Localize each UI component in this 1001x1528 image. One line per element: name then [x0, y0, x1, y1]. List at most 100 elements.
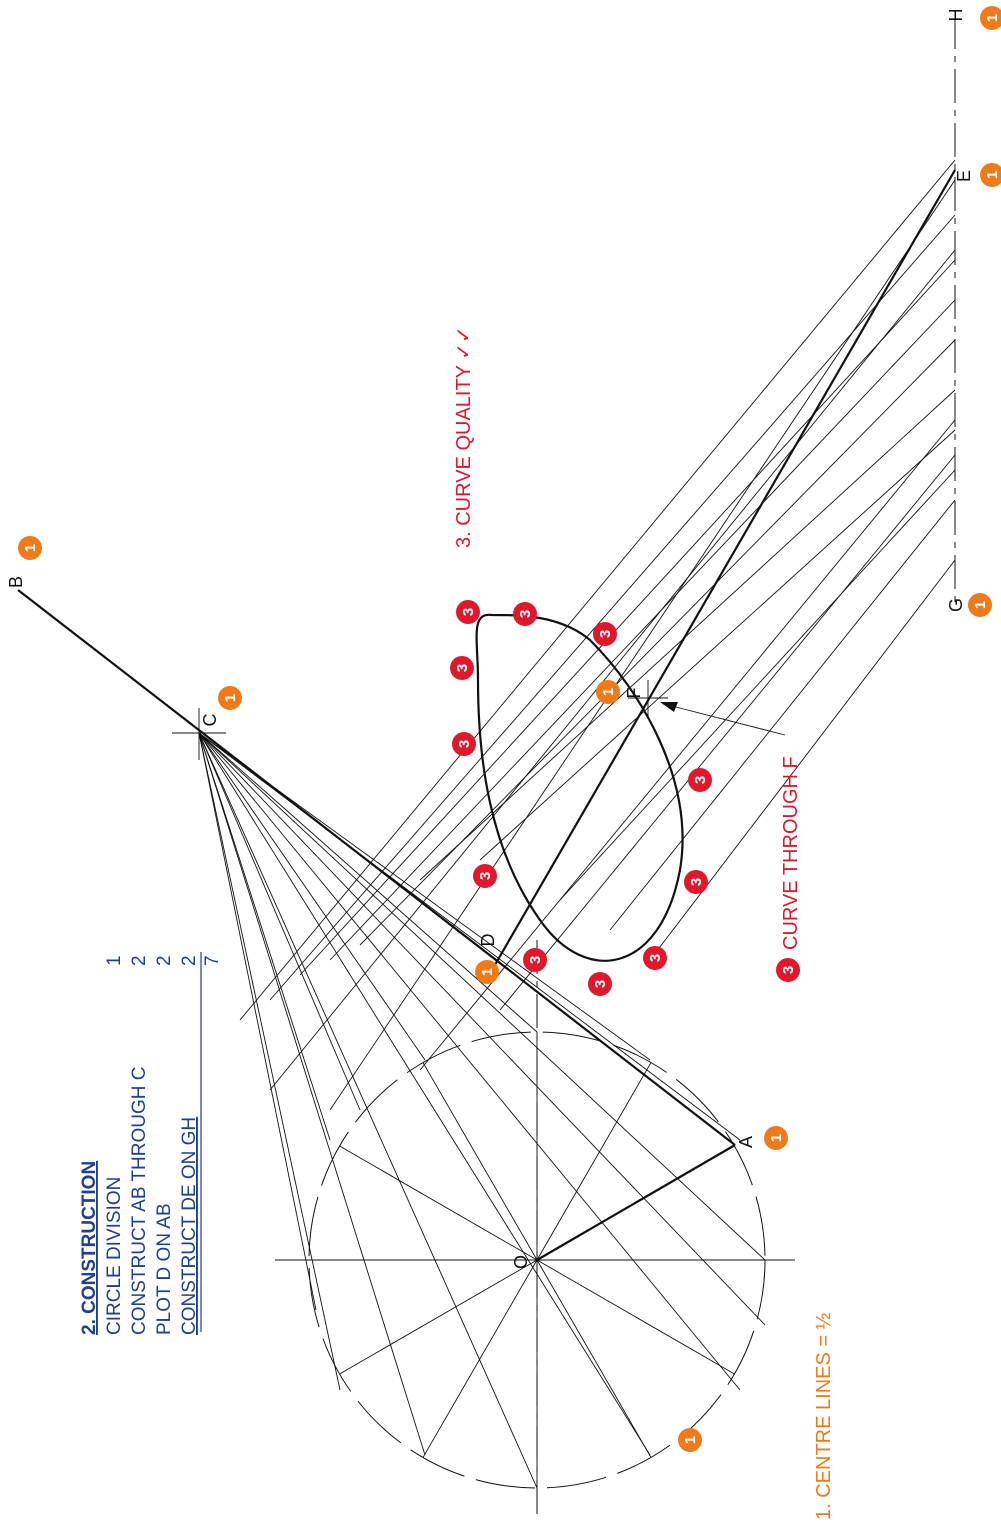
badge-number: 1 [600, 688, 617, 696]
badge-circle [764, 1126, 788, 1150]
label-d: D [478, 934, 498, 947]
badge-number: 1 [984, 171, 1001, 179]
badge-circle [588, 972, 612, 996]
ray-from-c [198, 732, 426, 1061]
circle-division-spoke [422, 1062, 538, 1261]
projection-line [299, 259, 956, 976]
label-e: E [954, 170, 974, 182]
mark-badge-3: 3 [593, 622, 617, 646]
circle-division-spoke [339, 1259, 538, 1375]
mark-badge-1: 1 [18, 536, 42, 560]
line-de [491, 169, 956, 971]
line-ab [17, 589, 736, 1146]
projection-line [419, 389, 956, 881]
badge-circle [475, 960, 499, 984]
mark-badge-3: 3 [456, 600, 480, 624]
badge-number: 1 [682, 1436, 699, 1444]
badge-number: 3 [692, 776, 709, 784]
marking-scheme: 2. CONSTRUCTION CIRCLE DIVISION CONSTRUC… [79, 952, 223, 1335]
projection-line [239, 159, 956, 1021]
locus-curve [475, 613, 684, 962]
ray-from-c [198, 732, 341, 1391]
line-oa [536, 1144, 736, 1261]
mark-badge-1: 1 [596, 680, 620, 704]
marking-item-3-mark: 2 [154, 955, 175, 966]
label-g: G [946, 598, 966, 612]
mark-badge-1: 1 [475, 960, 499, 984]
badge-circle [18, 536, 42, 560]
badge-number: 1 [768, 1134, 785, 1142]
marking-item-1-label: CIRCLE DIVISION [104, 1177, 125, 1335]
projection-line [609, 499, 956, 931]
ray-from-c [198, 732, 538, 1489]
projection-line [499, 454, 956, 1011]
badge-number: 1 [479, 968, 496, 976]
badge-number: 1 [222, 694, 239, 702]
mark-badge-1: 1 [764, 1126, 788, 1150]
mark-badge-1: 1 [678, 1428, 702, 1452]
badge-circle [643, 946, 667, 970]
label-o: O [511, 1255, 531, 1269]
ray-from-c [198, 732, 426, 1456]
mark-badge-1: 1 [968, 593, 992, 617]
badge-number: 3 [477, 872, 494, 880]
badge-number: 3 [460, 608, 477, 616]
badge-number: 3 [647, 954, 664, 962]
projection-line [359, 339, 956, 946]
circle-division-spoke [536, 1259, 735, 1375]
ray-from-c [198, 732, 741, 1391]
marking-item-2-mark: 2 [129, 955, 150, 966]
badge-number: 3 [527, 956, 544, 964]
mark-badge-3: 3 [776, 958, 800, 982]
notes: 1. CENTRE LINES = ½ 3. CURVE QUALITY ✓✓ … [453, 326, 835, 1520]
badge-circle [688, 768, 712, 792]
badge-number: 3 [688, 878, 705, 886]
badge-circle [980, 6, 1001, 30]
note-curve-through: CURVE THROUGH F [780, 756, 802, 950]
label-a: A [736, 1136, 756, 1148]
badge-number: 1 [984, 14, 1001, 22]
f-arrowhead [660, 702, 678, 712]
badge-circle [980, 163, 1001, 187]
projection-line [479, 429, 956, 861]
badge-circle [678, 1428, 702, 1452]
badge-circle [684, 870, 708, 894]
badge-circle [513, 602, 537, 626]
projection-line [269, 214, 956, 1001]
mark-badge-1: 1 [218, 686, 242, 710]
badge-number: 3 [592, 980, 609, 988]
badge-circle [450, 656, 474, 680]
ray-from-c [198, 732, 651, 1456]
geometry [17, 15, 956, 1520]
badge-number: 3 [456, 740, 473, 748]
label-f: F [624, 688, 644, 699]
projection-line [329, 179, 956, 1111]
badge-circle [596, 680, 620, 704]
label-c: C [200, 714, 220, 727]
mark-badge-3: 3 [688, 768, 712, 792]
circle-division-spoke [536, 1062, 652, 1261]
projection-line [329, 299, 956, 961]
circle-division-spoke [536, 1259, 652, 1458]
badge-circle [968, 593, 992, 617]
circle-division-spoke [422, 1259, 538, 1458]
marking-item-3-label: PLOT D ON AB [154, 1203, 175, 1335]
marking-item-2-label: CONSTRUCT AB THROUGH C [129, 1067, 150, 1336]
mark-badge-3: 3 [473, 864, 497, 888]
mark-badge-3: 3 [450, 656, 474, 680]
mark-badge-1: 1 [980, 6, 1001, 30]
marking-item-1-mark: 1 [104, 955, 125, 966]
note-centre-lines: 1. CENTRE LINES = ½ [813, 1312, 835, 1520]
marking-item-4-mark: 2 [179, 955, 200, 966]
ray-from-c [198, 732, 766, 1326]
label-b: B [6, 576, 26, 588]
marking-total: 7 [202, 955, 223, 966]
badge-number: 1 [972, 601, 989, 609]
badge-number: 3 [454, 664, 471, 672]
badge-circle [218, 686, 242, 710]
badge-circle [523, 948, 547, 972]
point-labels: O A B C D E F G H [6, 9, 974, 1270]
badge-circle [776, 958, 800, 982]
